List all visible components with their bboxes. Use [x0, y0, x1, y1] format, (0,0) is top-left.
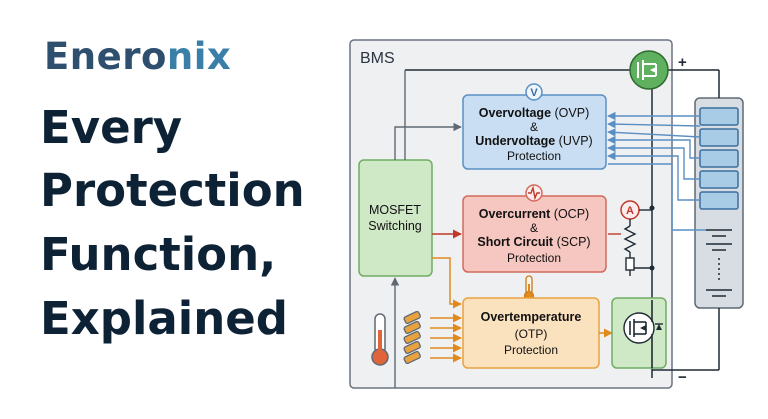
negative-terminal-label: − [678, 369, 687, 386]
voltage-sense-lines [607, 111, 706, 231]
scp-title: Short Circuit (SCP) [477, 235, 590, 249]
voltmeter-symbol: V [530, 87, 538, 99]
headline-line-3: Function, [40, 228, 277, 281]
scp-title-abbr: (SCP) [553, 235, 591, 249]
ovp-title: Overvoltage (OVP) [479, 106, 589, 120]
otp-abbr: (OTP) [515, 327, 548, 341]
charge-mosfet-icon [629, 50, 669, 90]
bms-diagram: BMS + − [349, 39, 744, 389]
headline-line-1: Every [40, 101, 183, 154]
ovp-protection-label: Protection [507, 149, 561, 163]
ovp-title-abbr: (OVP) [551, 106, 589, 120]
positive-terminal-label: + [678, 54, 687, 71]
title-panel: Eneronix Every Protection Function, Expl… [0, 0, 345, 419]
battery-cell [699, 170, 739, 189]
uvp-title: Undervoltage (UVP) [475, 134, 592, 148]
junction-dot [649, 205, 655, 211]
voltmeter-icon: V [525, 83, 543, 101]
thermometer-small-icon [523, 275, 535, 302]
uvp-title-bold: Undervoltage [475, 134, 555, 148]
cell-symbol-stack [706, 229, 732, 297]
mosfet-switching-block [358, 159, 433, 277]
ocp-title: Overcurrent (OCP) [479, 207, 589, 221]
battery-cell [699, 149, 739, 168]
brand-logo: Eneronix [44, 38, 231, 75]
battery-cell [699, 128, 739, 147]
brand-logo-part2: nix [166, 35, 232, 78]
ocp-ampersand: & [530, 221, 538, 235]
mosfet-label-line1: MOSFET [369, 203, 421, 217]
brand-logo-part1: Enero [44, 35, 167, 78]
uvp-title-abbr: (UVP) [555, 134, 593, 148]
headline-line-2: Protection [40, 164, 305, 217]
ocp-title-abbr: (OCP) [550, 207, 589, 221]
shunt-resistor [623, 209, 652, 276]
current-wave-icon [525, 184, 543, 202]
battery-pack [694, 97, 744, 309]
otp-protection-label: Protection [504, 343, 558, 357]
control-lines [390, 70, 462, 388]
mosfet-label-line2: Switching [368, 219, 422, 233]
ocp-title-bold: Overcurrent [479, 207, 551, 221]
discharge-mosfet-icon [623, 300, 663, 368]
otp-title: Overtemperature [481, 310, 582, 324]
thermistor-array [403, 310, 421, 364]
bms-label: BMS [360, 50, 395, 67]
ovp-title-bold: Overvoltage [479, 106, 551, 120]
power-lines [405, 69, 720, 378]
thermometer-icon [371, 313, 389, 366]
battery-cell [699, 191, 739, 210]
ovp-ampersand: & [530, 120, 538, 134]
scp-title-bold: Short Circuit [477, 235, 554, 249]
ammeter-symbol: A [626, 205, 634, 217]
ocp-protection-label: Protection [507, 251, 561, 265]
headline-line-4: Explained [40, 292, 288, 345]
ammeter-icon: A [620, 200, 640, 220]
battery-cell [699, 107, 739, 126]
temperature-signal-lines [430, 257, 613, 363]
